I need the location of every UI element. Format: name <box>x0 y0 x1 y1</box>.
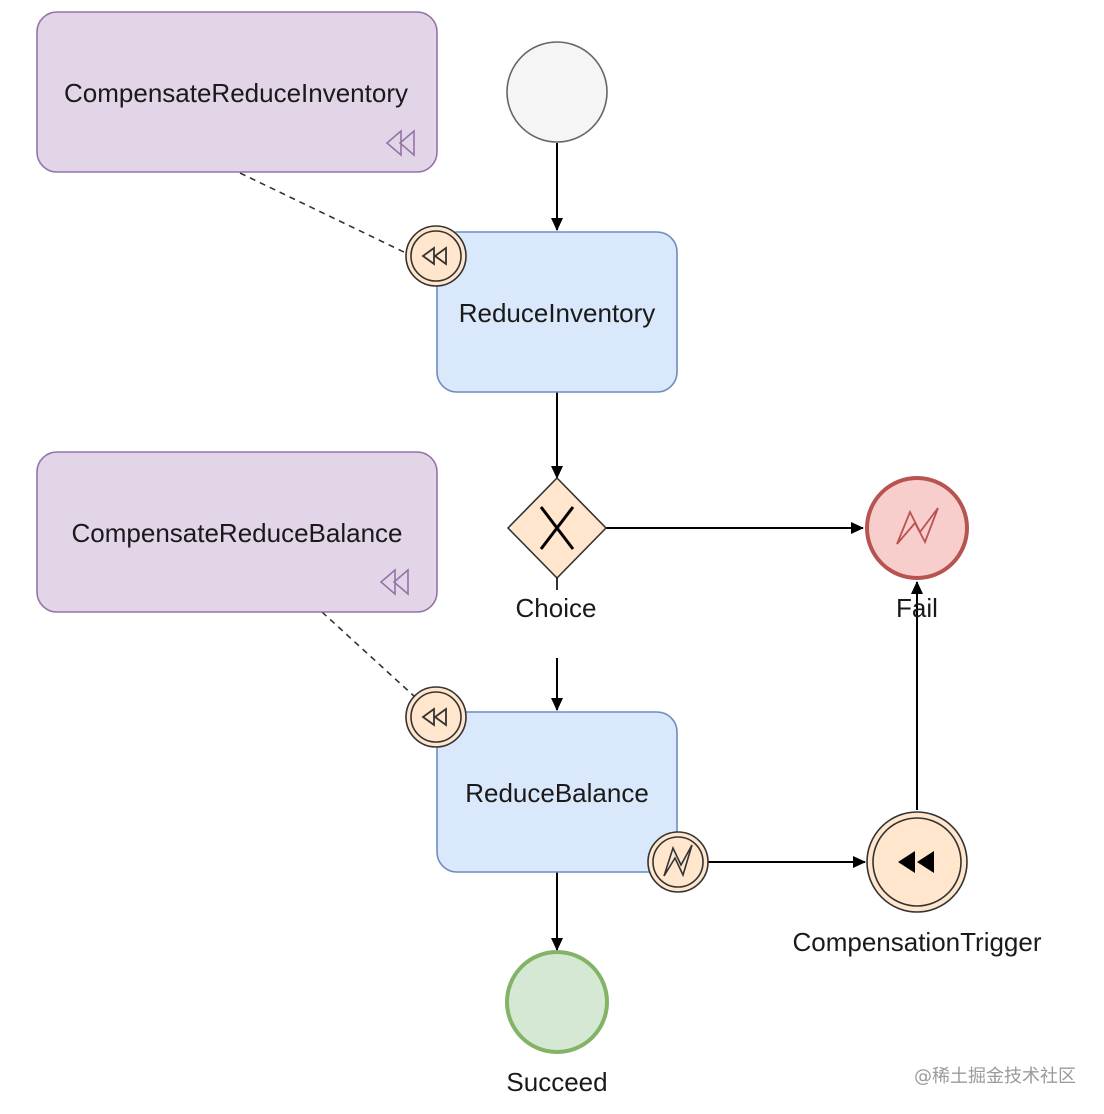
compensation-trigger-label: CompensationTrigger <box>792 927 1041 957</box>
error-boundary-event[interactable] <box>647 831 709 893</box>
choice-gateway[interactable] <box>506 476 608 590</box>
fail-label: Fail <box>896 593 938 623</box>
compensation-boundary-event-inventory[interactable] <box>405 225 467 287</box>
rewind-icon <box>898 851 934 873</box>
watermark: @稀土掘金技术社区 <box>914 1066 1076 1087</box>
association-line-inventory <box>239 172 409 255</box>
compensation-marker-icon <box>385 129 415 157</box>
reduce-inventory-label: ReduceInventory <box>459 298 656 328</box>
error-icon <box>663 844 693 878</box>
reduce-balance-node[interactable]: ReduceBalance <box>436 711 678 873</box>
compensate-reduce-inventory-label: CompensateReduceInventory <box>64 78 408 108</box>
compensate-reduce-inventory-node[interactable]: CompensateReduceInventory <box>36 11 438 173</box>
compensation-boundary-event-balance[interactable] <box>405 686 467 748</box>
rewind-icon <box>421 246 447 266</box>
choice-label: Choice <box>516 593 597 623</box>
compensate-reduce-balance-label: CompensateReduceBalance <box>72 518 403 548</box>
fail-end-event[interactable] <box>865 476 969 580</box>
compensation-trigger-event[interactable] <box>866 811 968 913</box>
compensation-marker-icon <box>379 568 409 596</box>
compensate-reduce-balance-node[interactable]: CompensateReduceBalance <box>36 451 438 613</box>
exclusive-x-icon <box>539 506 575 550</box>
association-line-balance <box>321 611 416 698</box>
reduce-inventory-node[interactable]: ReduceInventory <box>436 231 678 393</box>
succeed-end-event[interactable] <box>505 950 609 1054</box>
rewind-icon <box>421 707 447 727</box>
succeed-label: Succeed <box>506 1067 607 1097</box>
start-event[interactable] <box>506 41 608 143</box>
reduce-balance-label: ReduceBalance <box>465 778 649 808</box>
error-icon <box>896 507 939 545</box>
